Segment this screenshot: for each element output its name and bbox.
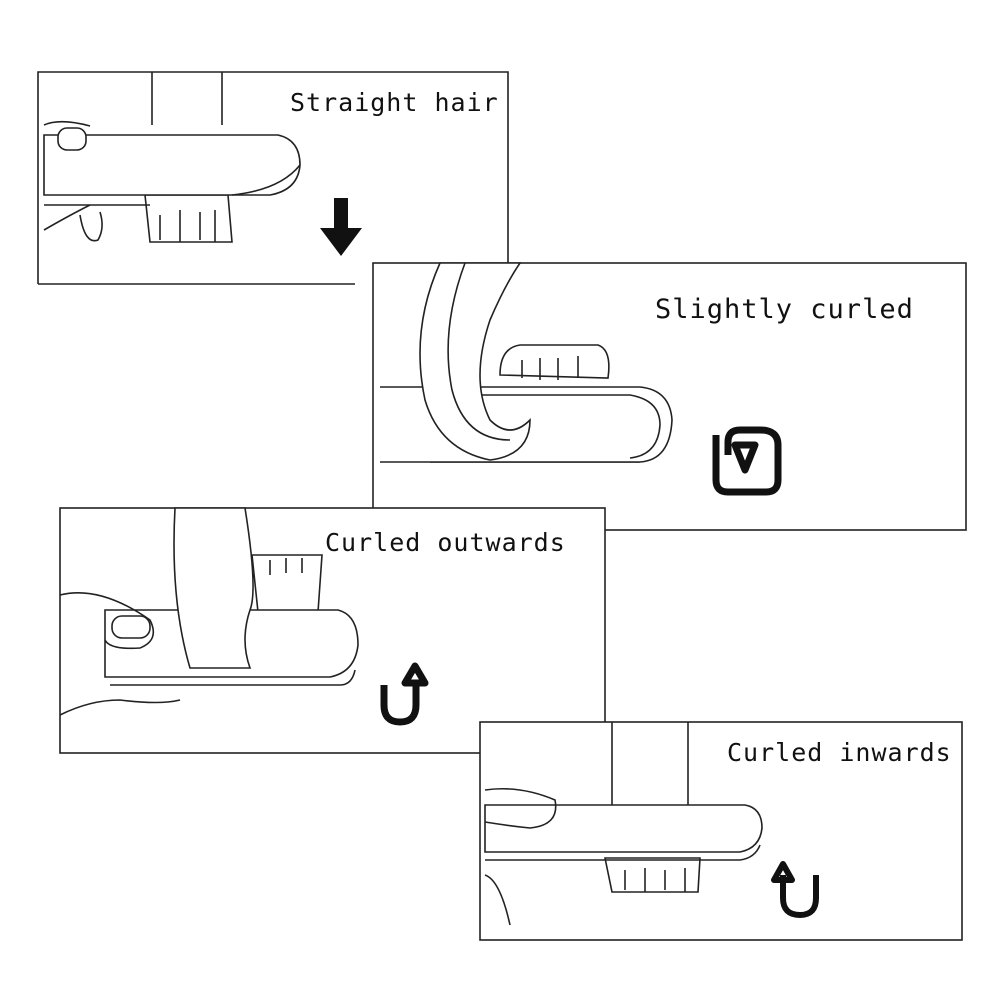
panel-curled-inwards xyxy=(479,721,963,941)
label-curled-inwards: Curled inwards xyxy=(727,738,952,767)
down-arrow-icon xyxy=(320,198,362,256)
panel-curled-outwards xyxy=(59,507,606,754)
label-slightly-curled: Slightly curled xyxy=(655,294,914,325)
u-turn-up-arrow-icon xyxy=(380,662,429,726)
loop-arrow-icon xyxy=(712,426,782,496)
panel-slightly-curled xyxy=(372,262,967,531)
label-curled-outwards: Curled outwards xyxy=(325,528,566,557)
u-turn-up-arrow-icon xyxy=(771,861,819,918)
panel-straight-hair xyxy=(37,71,509,285)
label-straight-hair: Straight hair xyxy=(290,88,499,117)
